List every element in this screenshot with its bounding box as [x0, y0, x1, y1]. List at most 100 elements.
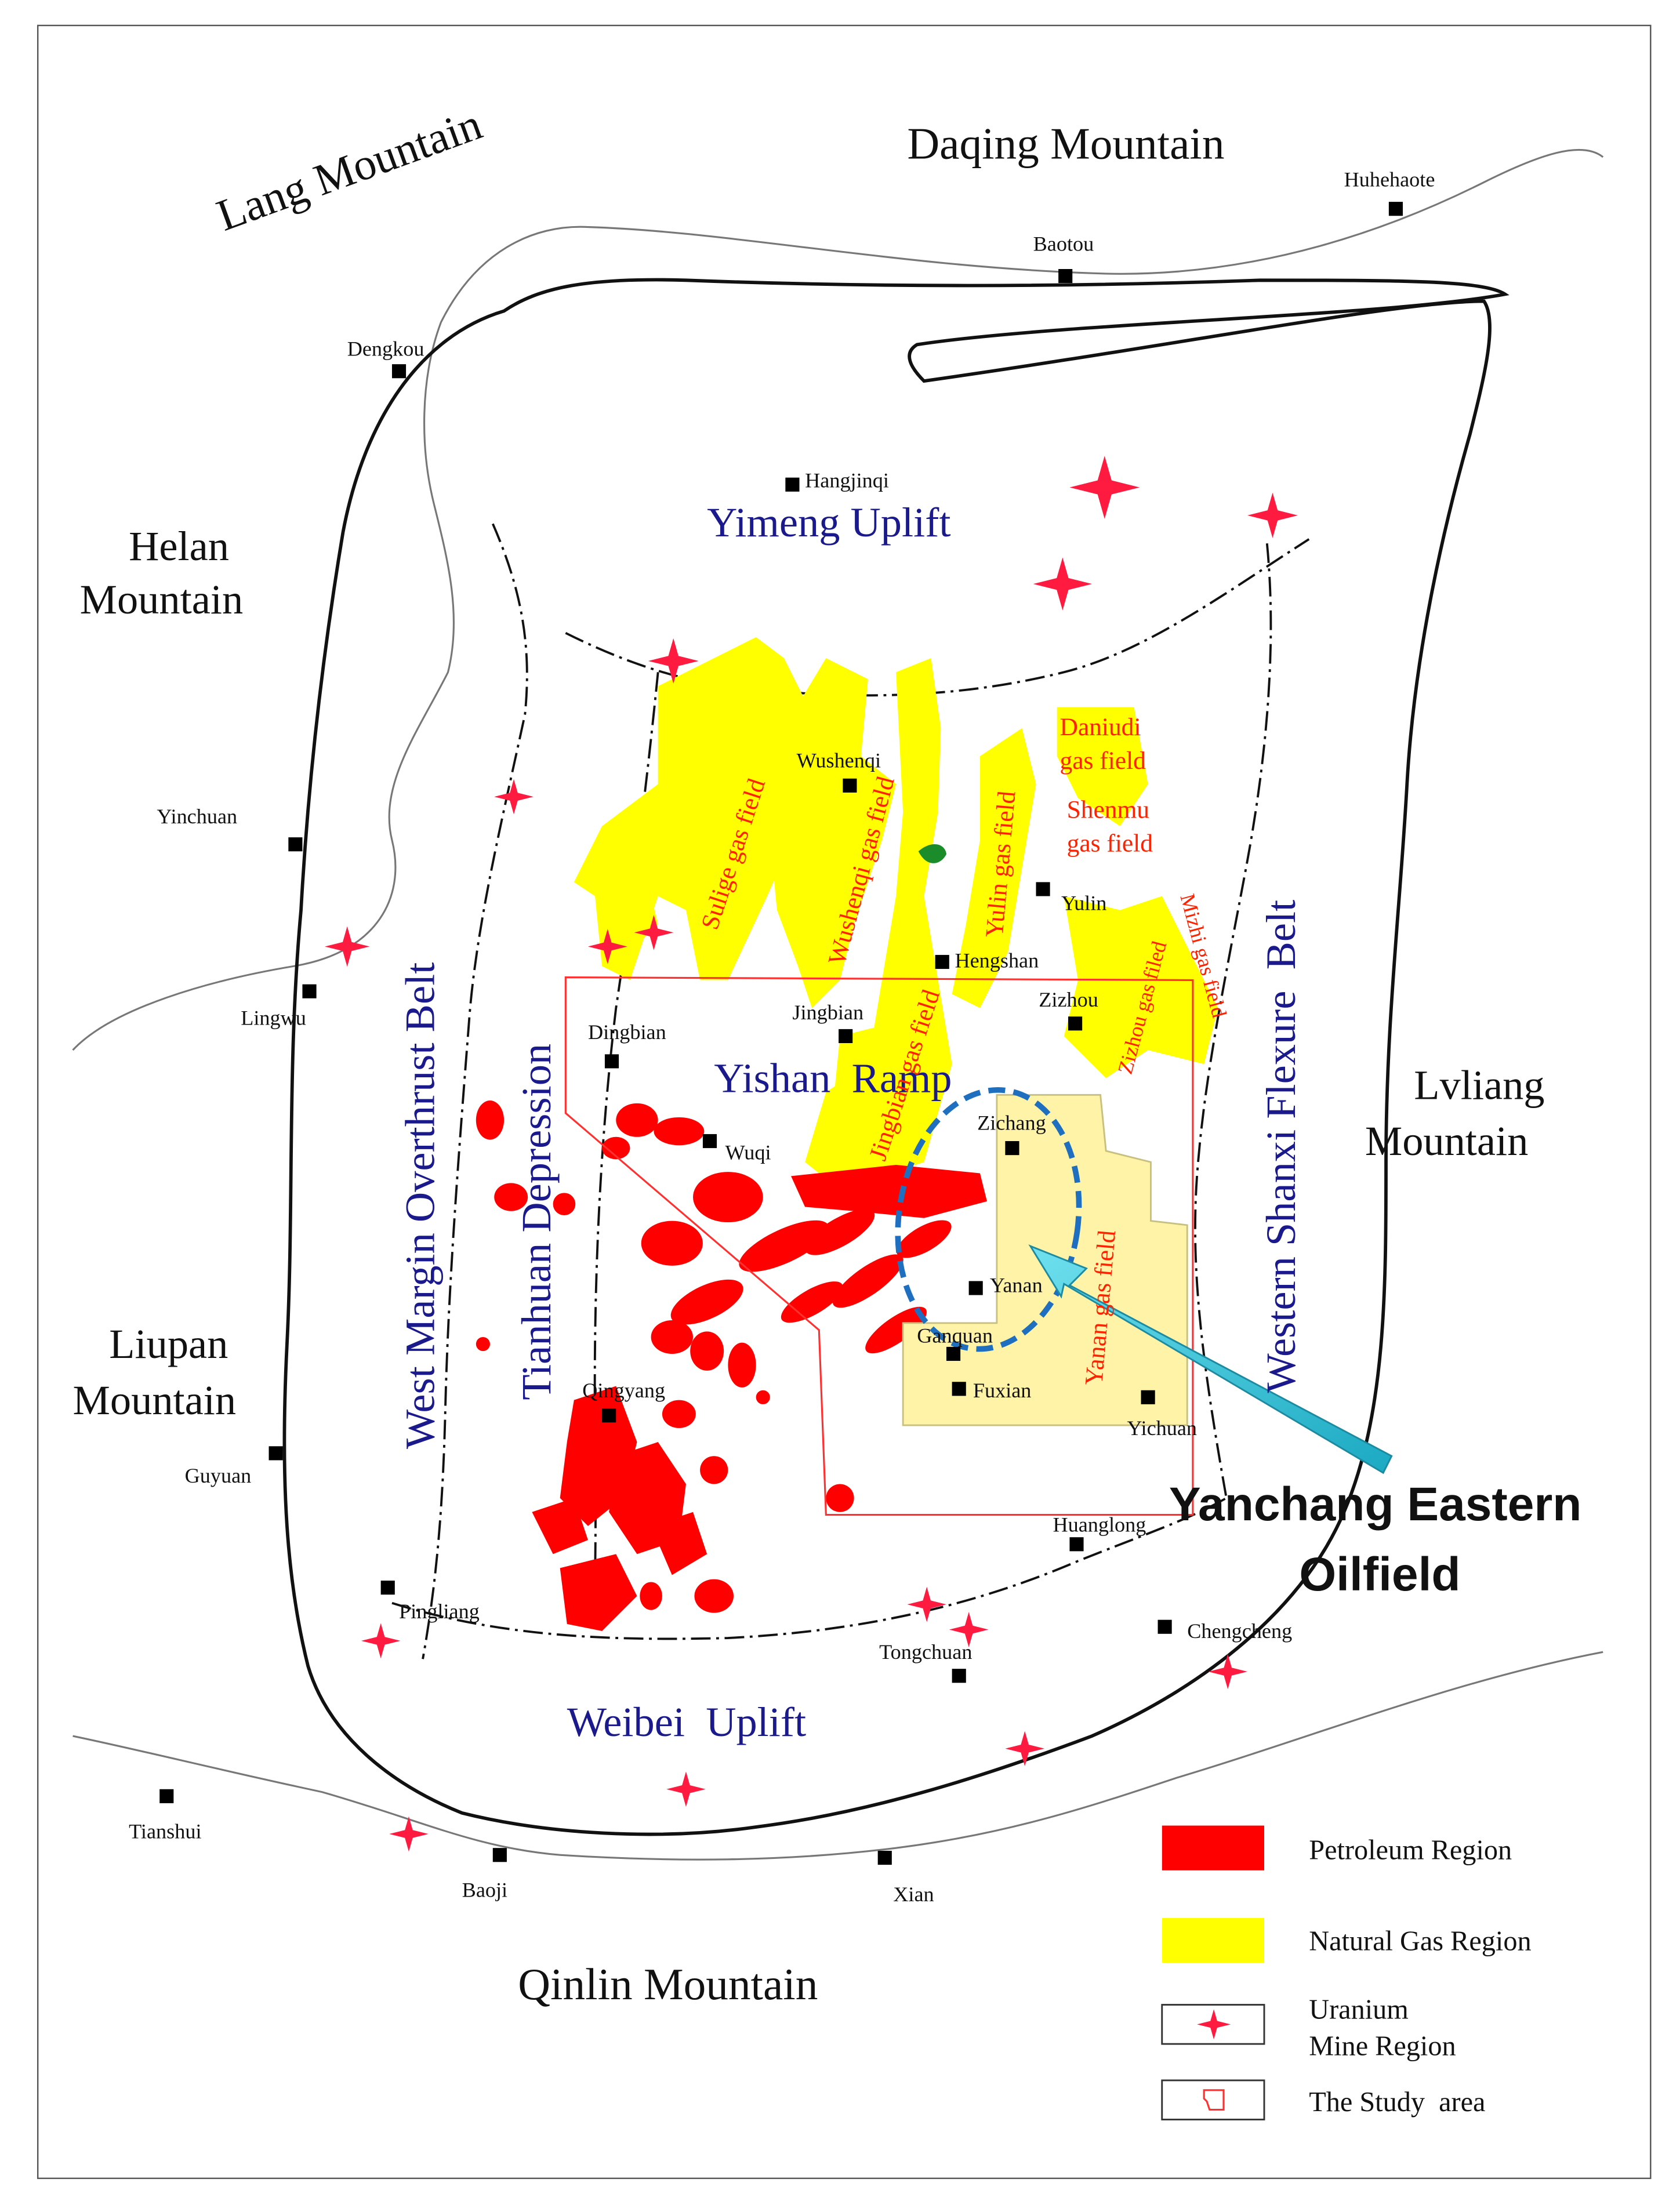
daqing-mountain-label: Daqing Mountain — [907, 118, 1224, 168]
city-marker-baotou — [1058, 268, 1073, 284]
legend-study-icon — [1203, 2089, 1225, 2111]
city-marker-zichang — [1005, 1141, 1019, 1156]
qinlin-mountain-label: Qinlin Mountain — [518, 1959, 818, 2009]
city-label-yichuan: Yichuan — [1127, 1417, 1197, 1440]
city-marker-tianshui — [159, 1789, 174, 1803]
city-label-tongchuan: Tongchuan — [879, 1640, 972, 1664]
city-label-fuxian: Fuxian — [973, 1379, 1032, 1402]
green-patch — [918, 844, 946, 863]
city-marker-ganquan — [946, 1346, 961, 1361]
legend-swatch-petroleum — [1162, 1825, 1264, 1871]
city-label-wushenqi: Wushenqi — [797, 749, 881, 772]
city-marker-qingyang — [602, 1408, 616, 1423]
city-label-huhehaote: Huhehaote — [1344, 168, 1435, 191]
city-marker-huanglong — [1069, 1537, 1084, 1552]
city-marker-jingbian — [839, 1029, 853, 1044]
regional-boundary-north — [72, 148, 1604, 1051]
city-label-yulin: Yulin — [1061, 892, 1106, 915]
regional-boundary-south — [72, 1651, 1603, 1861]
city-marker-hengshan — [935, 954, 949, 969]
structure-labels: Yimeng Uplift Yishan Ramp Weibei Uplift … — [396, 499, 1304, 1745]
city-marker-baoji — [492, 1848, 507, 1862]
city-marker-yanan — [968, 1281, 983, 1295]
city-marker-pingliang — [380, 1581, 395, 1595]
lvliang-mountain-label-1: Lvliang — [1414, 1062, 1544, 1109]
city-marker-yulin — [1036, 882, 1050, 896]
callout-label: Yanchang Eastern Oilfield — [1169, 1478, 1582, 1601]
legend-label-uranium-1: Uranium — [1309, 1995, 1409, 2025]
city-label-baotou: Baotou — [1033, 233, 1094, 256]
liupan-mountain-label-2: Mountain — [73, 1376, 237, 1423]
callout-label-line1: Yanchang Eastern — [1169, 1478, 1582, 1531]
yimeng-uplift-label: Yimeng Uplift — [707, 499, 950, 546]
city-label-baoji: Baoji — [462, 1879, 507, 1902]
city-marker-tongchuan — [952, 1669, 966, 1683]
city-label-zizhou: Zizhou — [1039, 988, 1098, 1011]
city-labels: Huhehaote Baotou Dengkou Hangjinqi Yinch… — [129, 168, 1435, 1906]
city-marker-fuxian — [952, 1382, 966, 1396]
city-label-hangjinqi: Hangjinqi — [805, 469, 889, 492]
petroleum-regions — [476, 1100, 987, 1631]
city-marker-wuqi — [702, 1134, 717, 1149]
city-label-wuqi: Wuqi — [725, 1141, 771, 1164]
city-label-jingbian: Jingbian — [792, 1001, 863, 1024]
legend-label-study: The Study area — [1309, 2087, 1485, 2118]
city-marker-huhehaote — [1388, 202, 1403, 216]
callout-arrow — [1028, 1244, 1393, 1474]
city-label-chengcheng: Chengcheng — [1187, 1619, 1292, 1643]
legend-swatch-gas — [1162, 1917, 1264, 1963]
legend-label-petroleum: Petroleum Region — [1309, 1835, 1512, 1865]
legend-swatch-study — [1161, 2079, 1265, 2120]
daniudi-field-label-1: Daniudi — [1060, 713, 1141, 741]
liupan-mountain-label-1: Liupan — [109, 1320, 228, 1367]
legend-label-uranium-2: Mine Region — [1309, 2031, 1456, 2061]
city-marker-lingwu — [302, 984, 317, 998]
legend-label-gas: Natural Gas Region — [1309, 1926, 1531, 1956]
city-label-yanan: Yanan — [990, 1274, 1043, 1297]
city-marker-chengcheng — [1158, 1619, 1172, 1634]
western-shanxi-boundary — [1194, 543, 1272, 1498]
west-margin-boundary — [422, 523, 528, 1659]
city-marker-yichuan — [1141, 1390, 1155, 1404]
city-marker-yinchuan — [288, 837, 303, 852]
city-marker-hangjinqi — [785, 477, 800, 492]
city-marker-zizhou — [1068, 1016, 1083, 1031]
city-label-qingyang: Qingyang — [582, 1379, 665, 1402]
city-label-hengshan: Hengshan — [955, 949, 1039, 972]
weibei-uplift-label: Weibei Uplift — [567, 1698, 806, 1745]
city-label-lingwu: Lingwu — [241, 1007, 306, 1030]
city-label-guyuan: Guyuan — [185, 1464, 252, 1487]
city-label-tianshui: Tianshui — [129, 1819, 201, 1843]
shenmu-field-label-1: Shenmu — [1067, 796, 1149, 823]
city-label-dingbian: Dingbian — [588, 1020, 666, 1044]
city-markers — [159, 202, 1403, 1865]
weibei-uplift-boundary — [391, 1497, 1227, 1640]
western-shanxi-flexure-label: Western Shanxi Flexure Belt — [1257, 900, 1304, 1393]
callout-label-line2: Oilfield — [1299, 1548, 1460, 1601]
basin-outline — [282, 278, 1510, 1836]
city-marker-dengkou — [391, 364, 407, 379]
natural-gas-regions — [574, 637, 1218, 1190]
city-label-xian: Xian — [893, 1883, 934, 1906]
oilfield-highlight-ellipse — [895, 1087, 1082, 1352]
shenmu-field-label-2: gas field — [1067, 829, 1153, 857]
map-legend: Petroleum Region Natural Gas Region Uran… — [1161, 1825, 1532, 2120]
lvliang-mountain-label-2: Mountain — [1365, 1117, 1529, 1164]
city-marker-guyuan — [268, 1446, 283, 1461]
west-margin-overthrust-label: West Margin Overthrust Belt — [396, 963, 443, 1449]
helan-mountain-label-1: Helan — [129, 522, 229, 569]
helan-mountain-label-2: Mountain — [80, 576, 244, 623]
city-label-ganquan: Ganquan — [917, 1324, 993, 1348]
study-area-outline — [564, 976, 1194, 1516]
city-label-yinchuan: Yinchuan — [157, 805, 237, 828]
city-marker-xian — [877, 1850, 892, 1865]
daniudi-field-label-2: gas field — [1060, 747, 1146, 775]
city-label-pingliang: Pingliang — [399, 1600, 480, 1623]
tianhuan-depression-label: Tianhuan Depression — [513, 1044, 560, 1400]
yishan-ramp-label: Yishan Ramp — [714, 1055, 952, 1102]
city-label-huanglong: Huanglong — [1053, 1513, 1146, 1537]
city-label-zichang: Zichang — [977, 1112, 1046, 1135]
city-label-dengkou: Dengkou — [347, 337, 424, 361]
